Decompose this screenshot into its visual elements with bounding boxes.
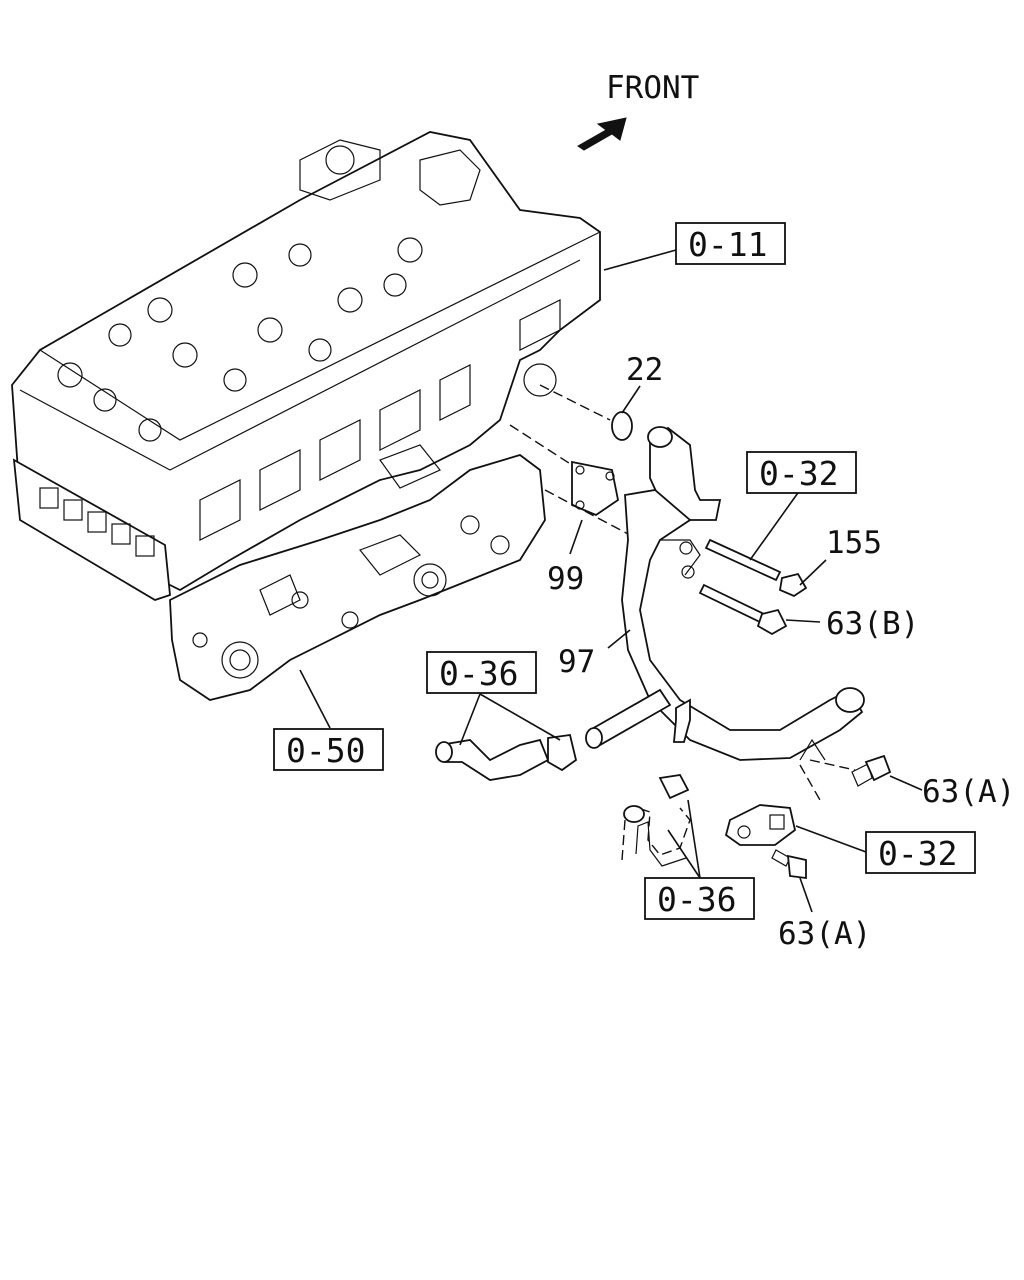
reference-box-0-32-top: 0-32	[746, 451, 857, 494]
water-pipe	[585, 426, 865, 761]
manifold-block	[169, 444, 546, 701]
reference-box-0-11: 0-11	[675, 222, 786, 265]
part-label-99: 99	[547, 561, 584, 597]
part-label-22: 22	[626, 352, 663, 388]
part-label-63a-right: 63(A)	[922, 774, 1015, 810]
part-label-155: 155	[826, 525, 882, 561]
o-ring-gasket	[611, 411, 633, 441]
part-label-97: 97	[558, 644, 595, 680]
stud-bolt	[704, 538, 808, 598]
front-arrow-icon	[577, 117, 627, 151]
hose-bottom	[621, 774, 691, 867]
front-label: FRONT	[606, 70, 699, 106]
cylinder-head	[11, 131, 601, 601]
bolt-63a-right	[851, 754, 892, 787]
part-label-63a-bottom: 63(A)	[778, 916, 871, 952]
bolt-63a-bottom	[771, 849, 807, 880]
svg-text:0-32: 0-32	[878, 834, 957, 873]
hose-left	[435, 733, 578, 781]
reference-box-0-36-left: 0-36	[426, 651, 537, 694]
bracket-plate	[724, 804, 797, 846]
flange-gasket	[571, 460, 619, 517]
svg-text:0-36: 0-36	[439, 654, 518, 693]
svg-text:0-36: 0-36	[657, 880, 736, 919]
reference-box-0-32-bottom: 0-32	[865, 831, 976, 874]
bolt-63b	[698, 583, 788, 636]
part-label-63b: 63(B)	[826, 606, 919, 642]
reference-box-0-36-bottom: 0-36	[644, 877, 755, 920]
svg-text:0-50: 0-50	[286, 731, 365, 770]
reference-box-0-50: 0-50	[273, 728, 384, 771]
svg-text:0-32: 0-32	[759, 454, 838, 493]
svg-text:0-11: 0-11	[688, 225, 767, 264]
